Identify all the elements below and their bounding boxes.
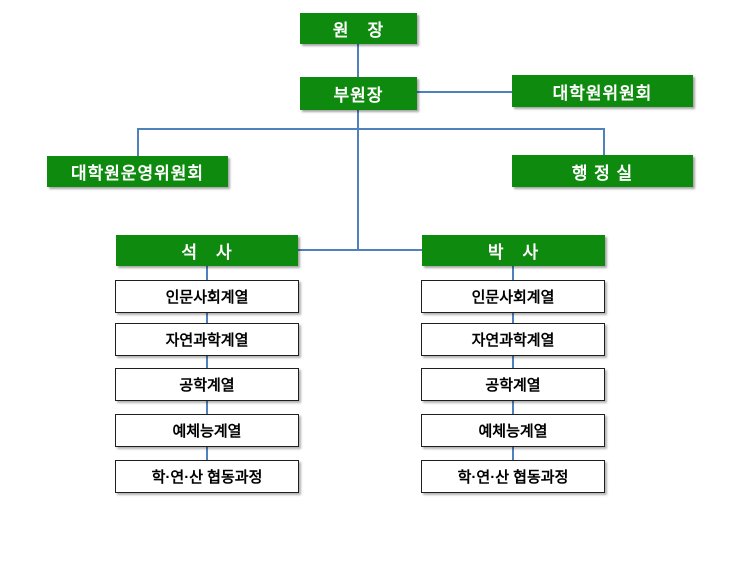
connector-doctoral-dept1 xyxy=(512,266,514,280)
box-doctoral-dept-natural-sciences: 자연과학계열 xyxy=(421,323,605,356)
connector-horizontal-main xyxy=(137,128,605,130)
connector-masters-doctoral xyxy=(298,249,422,251)
box-masters-dept-engineering: 공학계열 xyxy=(115,368,299,401)
box-doctoral: 박 사 xyxy=(422,235,605,266)
connector-drop-operating-committee xyxy=(137,128,139,156)
connector-director-vice xyxy=(357,44,359,77)
connector-doctoral-dept3 xyxy=(512,355,514,368)
connector-masters-dept2 xyxy=(206,313,208,323)
connector-masters-dept4 xyxy=(206,400,208,414)
connector-masters-dept1 xyxy=(206,266,208,280)
box-masters-dept-arts-sports: 예체능계열 xyxy=(115,414,299,447)
box-operating-committee: 대학원운영위원회 xyxy=(47,156,228,187)
box-doctoral-dept-arts-sports: 예체능계열 xyxy=(421,414,605,447)
box-doctoral-dept-engineering: 공학계열 xyxy=(421,368,605,401)
box-doctoral-dept-humanities: 인문사회계열 xyxy=(421,280,605,313)
connector-vice-committee xyxy=(417,91,512,93)
box-masters-dept-cooperative-program: 학·연·산 협동과정 xyxy=(115,460,299,493)
connector-drop-admin-office xyxy=(603,128,605,155)
connector-doctoral-dept5 xyxy=(512,447,514,460)
box-masters: 석 사 xyxy=(116,235,298,266)
box-vice-director: 부원장 xyxy=(300,77,417,110)
connector-masters-dept3 xyxy=(206,355,208,368)
box-masters-dept-natural-sciences: 자연과학계열 xyxy=(115,323,299,356)
connector-doctoral-dept2 xyxy=(512,313,514,323)
box-doctoral-dept-cooperative-program: 학·연·산 협동과정 xyxy=(421,460,605,493)
connector-masters-dept5 xyxy=(206,447,208,460)
connector-doctoral-dept4 xyxy=(512,400,514,414)
connector-vice-down xyxy=(357,110,359,251)
box-admin-office: 행 정 실 xyxy=(512,155,693,187)
box-masters-dept-humanities: 인문사회계열 xyxy=(115,280,299,313)
box-director: 원 장 xyxy=(300,13,417,44)
box-graduate-committee: 대학원위원회 xyxy=(512,75,693,107)
